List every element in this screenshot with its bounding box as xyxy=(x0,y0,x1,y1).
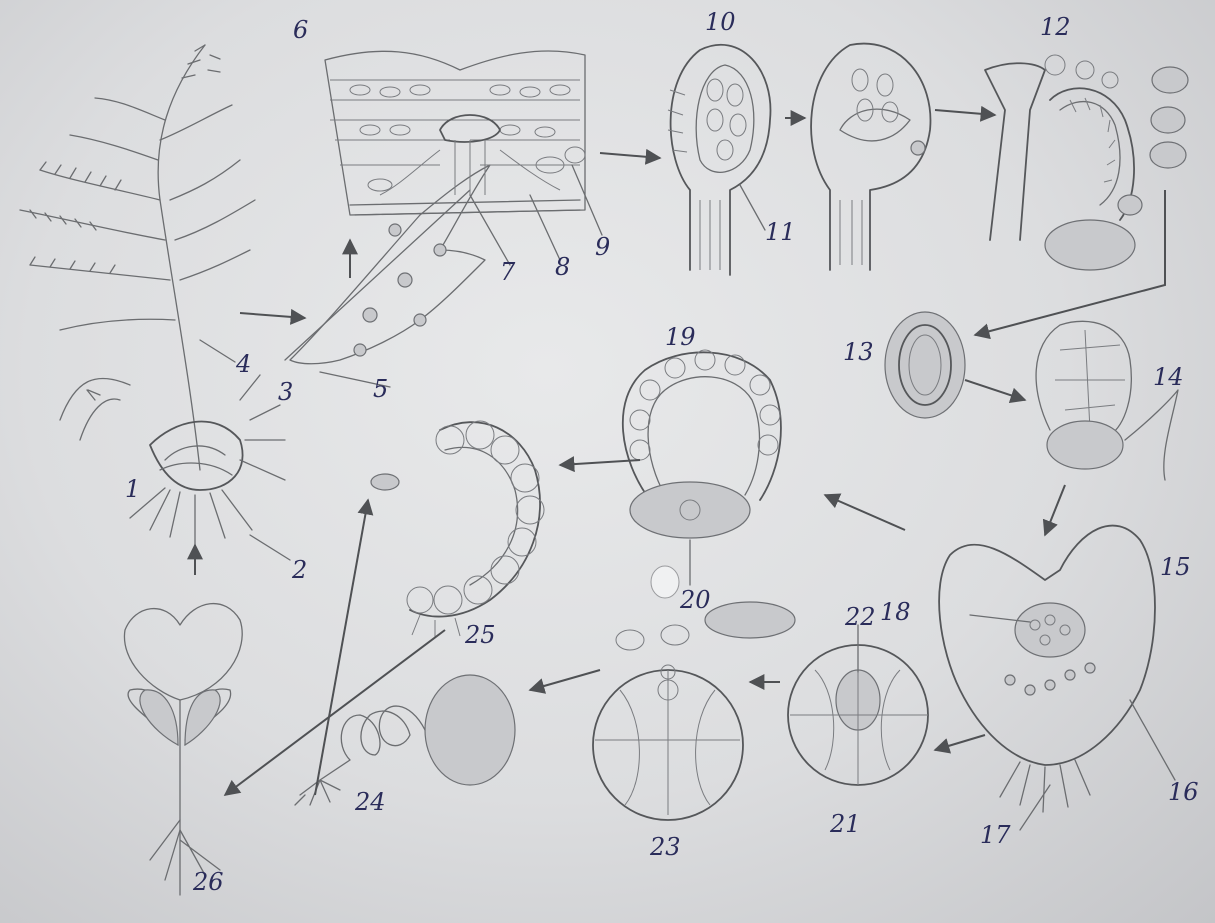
stage-label-23: 23 xyxy=(649,833,681,861)
stage-label-11: 11 xyxy=(765,218,796,246)
sporangium: 11 10 xyxy=(668,8,796,275)
embryo: 23 xyxy=(593,602,795,861)
stage-label-16: 16 xyxy=(1168,778,1199,806)
stage-label-13: 13 xyxy=(843,338,874,366)
stage-label-4: 4 xyxy=(235,350,251,378)
antheridium-spermatozoids: 25 xyxy=(371,421,544,649)
stage-label-6: 6 xyxy=(293,16,308,44)
stage-label-7: 7 xyxy=(500,258,516,286)
germinating-spore: 14 xyxy=(1036,321,1183,480)
zygote-division: 22 21 xyxy=(788,603,928,838)
stage-label-14: 14 xyxy=(1153,363,1184,391)
stage-label-18: 18 xyxy=(880,598,911,626)
stage-label-19: 19 xyxy=(665,323,696,351)
stage-label-24: 24 xyxy=(354,788,386,816)
spore: 13 xyxy=(843,312,965,418)
stage-label-15: 15 xyxy=(1160,553,1191,581)
sporangium-opening xyxy=(811,44,930,270)
dehisced-sporangium-spores: 12 xyxy=(985,13,1188,270)
stage-label-21: 21 xyxy=(829,810,861,838)
cycle-arrows xyxy=(195,110,1165,795)
stage-label-25: 25 xyxy=(464,621,496,649)
stage-label-8: 8 xyxy=(555,253,570,281)
pinnule-with-sori: 5 xyxy=(285,165,490,403)
prothallus: 18 15 16 17 xyxy=(880,526,1199,849)
young-plant: 26 xyxy=(124,604,242,896)
stage-label-9: 9 xyxy=(595,233,610,261)
stage-label-2: 2 xyxy=(291,556,307,584)
stage-label-20: 20 xyxy=(679,586,711,614)
stage-label-3: 3 xyxy=(278,378,293,406)
archegonium-with-egg: 20 19 xyxy=(623,323,781,614)
stage-label-26: 26 xyxy=(192,868,224,896)
leaf-section-sorus: 7 8 9 6 xyxy=(293,16,610,286)
stage-label-22: 22 xyxy=(844,603,876,631)
young-sporophyte-coil: 24 xyxy=(295,675,515,816)
stage-label-10: 10 xyxy=(705,8,736,36)
stage-label-1: 1 xyxy=(125,475,140,503)
stage-label-17: 17 xyxy=(980,821,1011,849)
stage-label-12: 12 xyxy=(1040,13,1071,41)
stage-label-5: 5 xyxy=(373,375,388,403)
